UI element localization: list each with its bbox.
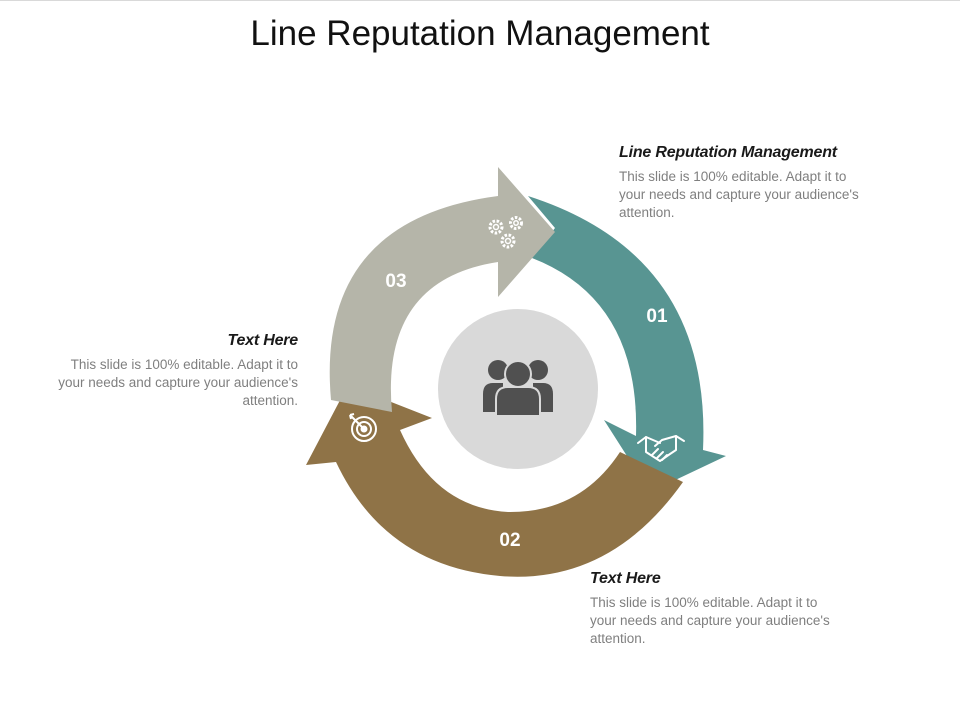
callout-heading: Text Here bbox=[227, 332, 298, 349]
callout-left: Text Here This slide is 100% editable. A… bbox=[50, 332, 298, 410]
segment-number-02: 02 bbox=[499, 530, 520, 551]
cycle-arrow-01 bbox=[528, 196, 726, 492]
callout-body: This slide is 100% editable. Adapt it to… bbox=[619, 169, 859, 220]
callout-body: This slide is 100% editable. Adapt it to… bbox=[58, 357, 298, 408]
top-rule bbox=[0, 0, 960, 1]
segment-number-03: 03 bbox=[385, 271, 406, 292]
slide-title: Line Reputation Management bbox=[250, 14, 710, 53]
gears-icon bbox=[488, 216, 523, 249]
handshake-icon bbox=[637, 435, 685, 462]
segment-number-01: 01 bbox=[646, 306, 668, 327]
cycle-arrow-02 bbox=[306, 385, 683, 577]
callout-heading: Line Reputation Management bbox=[619, 144, 837, 161]
callout-top-right: Line Reputation Management This slide is… bbox=[619, 144, 869, 222]
callout-body: This slide is 100% editable. Adapt it to… bbox=[590, 595, 830, 646]
callout-heading: Text Here bbox=[590, 570, 661, 587]
team-icon bbox=[483, 360, 553, 417]
target-icon bbox=[349, 413, 377, 442]
callout-bottom-right: Text Here This slide is 100% editable. A… bbox=[590, 570, 830, 648]
